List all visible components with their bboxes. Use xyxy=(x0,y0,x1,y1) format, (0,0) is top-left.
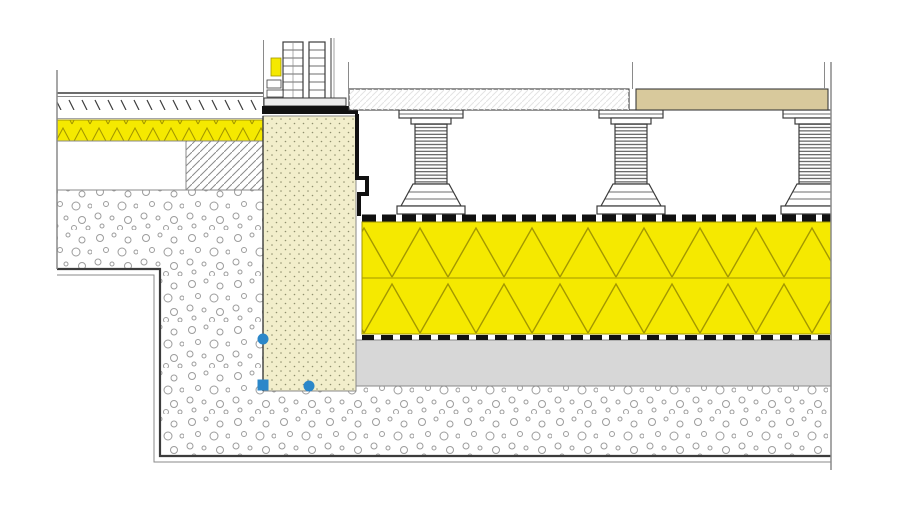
concrete-stipple-texture xyxy=(57,190,831,456)
paver-slab-left-texture xyxy=(349,89,629,110)
frame-fixing-part xyxy=(266,79,282,89)
pedestal-3 xyxy=(780,109,831,215)
frame-profile-outer xyxy=(282,41,304,99)
screed-tick-band xyxy=(57,97,263,110)
impact-insulation-band xyxy=(56,119,264,142)
threshold-membrane-band xyxy=(262,106,358,114)
frame-insulation-block xyxy=(270,57,282,77)
slope-screed-band xyxy=(355,339,832,387)
section-outlines xyxy=(56,62,832,470)
excavation-step-outline xyxy=(57,267,831,458)
marker-dot-upper xyxy=(257,333,269,345)
terrace-build-up xyxy=(348,62,832,387)
pedestal-2 xyxy=(596,109,666,215)
door-threshold-frame xyxy=(263,38,347,107)
paver-slab-right xyxy=(635,88,829,111)
terrace-insulation xyxy=(361,221,832,335)
glazing-lines xyxy=(330,38,335,98)
pedestals xyxy=(396,109,831,215)
joint-guide-lines xyxy=(348,62,825,89)
marker-square xyxy=(257,379,269,391)
frame-base-part xyxy=(266,89,284,98)
perimeter-insulation xyxy=(262,115,357,392)
waterproofing-membrane xyxy=(262,106,369,216)
marker-dot-lower xyxy=(303,380,315,392)
threshold-sill-plate xyxy=(263,97,347,107)
outer-thin-outline xyxy=(57,274,831,463)
vertical-membrane-step xyxy=(355,114,369,216)
ground-concrete xyxy=(57,190,831,456)
interior-floor xyxy=(56,92,264,191)
slab-edge-zone xyxy=(56,140,187,191)
pedestal-1 xyxy=(396,109,466,215)
annotation-markers xyxy=(257,333,315,392)
masonry-upstand xyxy=(185,140,264,191)
frame-profile-inner xyxy=(308,41,326,99)
paving-slabs xyxy=(348,88,829,111)
